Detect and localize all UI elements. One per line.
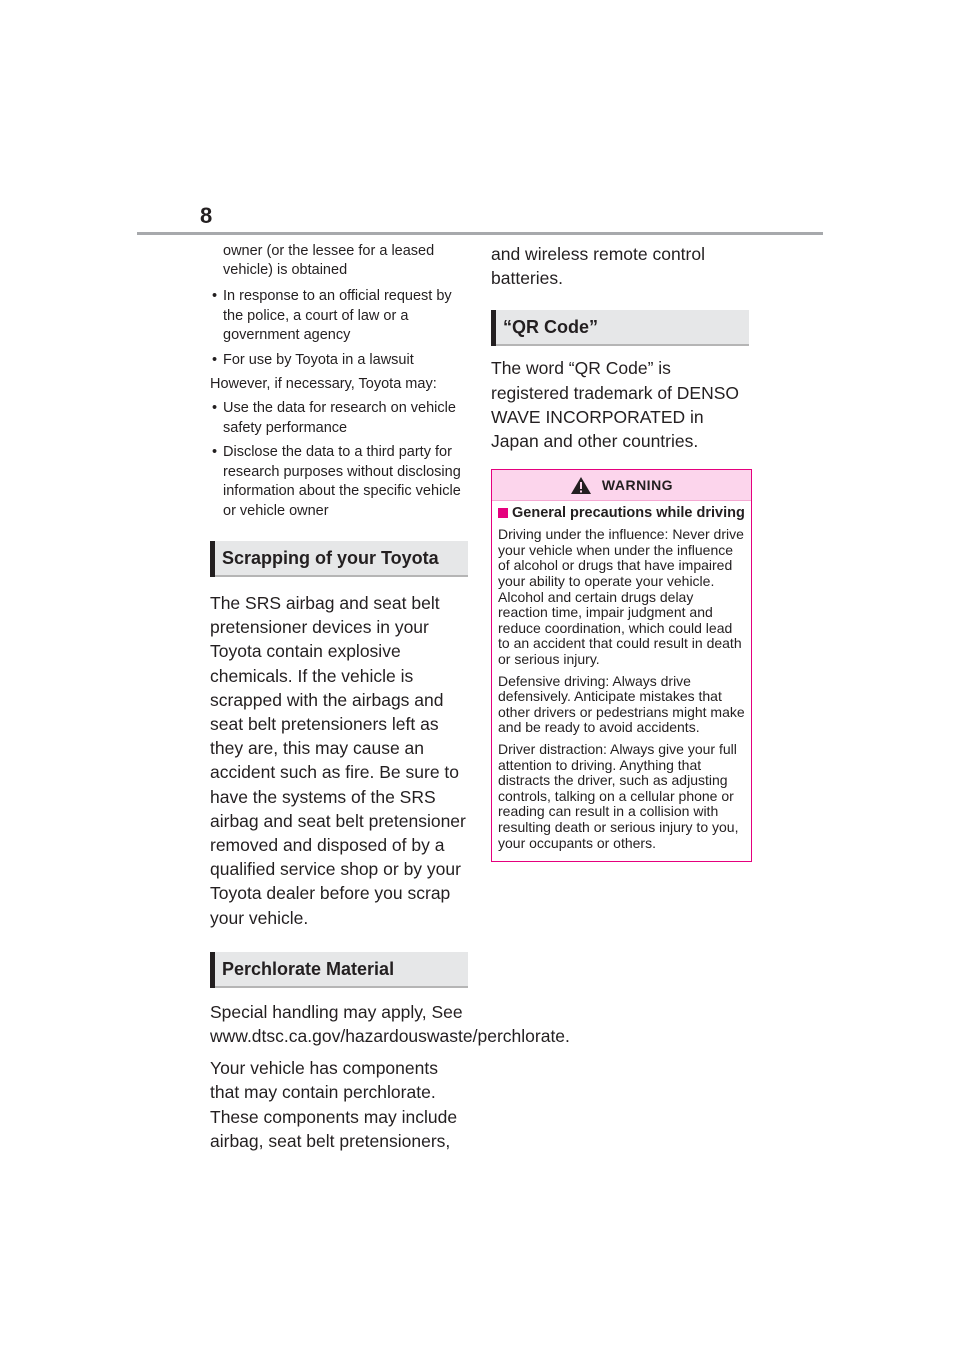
- section-heading-scrapping: Scrapping of your Toyota: [210, 541, 468, 577]
- left-column: owner (or the lessee for a leased vehicl…: [210, 242, 570, 1153]
- list-item: • Disclose the data to a third party for…: [212, 444, 461, 519]
- warning-paragraph: Driving under the influence: Never drive…: [498, 526, 744, 667]
- right-column: and wireless remote control batteries. “…: [491, 242, 753, 863]
- warning-paragraph: Defensive driving: Always drive defensiv…: [498, 672, 745, 736]
- however-text: However, if necessary, Toyota may:: [210, 376, 437, 392]
- scrapping-text: The SRS airbag and seat belt pretensione…: [210, 593, 466, 928]
- warning-body: General precautions while driving Drivin…: [492, 501, 751, 861]
- header-rule: [137, 232, 823, 235]
- perchlorate-text-2: Your vehicle has components that may con…: [210, 1058, 458, 1151]
- qr-text: The word “QR Code” is registered tradema…: [491, 358, 740, 452]
- perchlorate-text-1: Special handling may apply, See www.dtsc…: [210, 1001, 570, 1047]
- warning-subheading: General precautions while driving: [498, 505, 745, 521]
- warning-title: WARNING: [601, 477, 674, 494]
- page-number: 8: [200, 203, 213, 228]
- section-heading-qr: “QR Code”: [491, 310, 749, 347]
- list-item: • Use the data for research on vehicle s…: [212, 400, 456, 436]
- warning-header: WARNING: [492, 470, 751, 502]
- list-item: • In response to an official request by …: [212, 288, 452, 343]
- warning-triangle-icon: [570, 476, 591, 494]
- warning-box: WARNING General precautions while drivin…: [491, 469, 752, 863]
- warning-paragraph: Driver distraction: Always give your ful…: [498, 740, 739, 851]
- section-heading-perchlorate: Perchlorate Material: [210, 951, 468, 988]
- continued-text-right: and wireless remote control batteries.: [491, 244, 705, 289]
- continued-text-left: owner (or the lessee for a leased vehicl…: [223, 243, 435, 278]
- list-item: • For use by Toyota in a lawsuit: [212, 351, 414, 368]
- square-bullet-icon: [498, 508, 508, 519]
